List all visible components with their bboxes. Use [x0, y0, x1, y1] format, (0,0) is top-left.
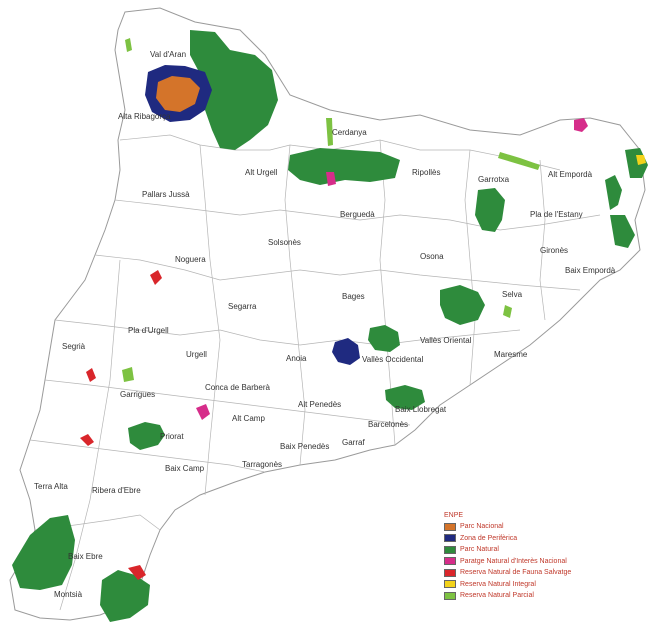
- label-alt-emporda: Alt Empordà: [548, 170, 593, 179]
- label-bergueda: Berguedà: [340, 210, 375, 219]
- catalonia-outline: [9, 7, 646, 621]
- label-noguera: Noguera: [175, 255, 206, 264]
- legend-item-zona-periferica: Zona de Perifèrica: [444, 533, 644, 545]
- label-terra-alta: Terra Alta: [34, 482, 68, 491]
- label-alt-urgell: Alt Urgell: [245, 168, 278, 177]
- label-cerdanya: Cerdanya: [332, 128, 367, 137]
- legend-item-paratge: Paratge Natural d'Interès Nacional: [444, 556, 644, 568]
- label-montsia: Montsià: [54, 590, 83, 599]
- label-baix-emporda: Baix Empordà: [565, 266, 616, 275]
- label-val-daran: Val d'Aran: [150, 50, 187, 59]
- reserva-fauna-areas: [80, 270, 162, 580]
- map-legend: ENPE Parc Nacional Zona de Perifèrica Pa…: [444, 512, 644, 602]
- parc-nacional-areas: [156, 76, 200, 112]
- legend-swatch: [444, 522, 456, 531]
- label-ripolles: Ripollès: [412, 168, 441, 177]
- legend-label: Zona de Perifèrica: [460, 534, 518, 542]
- label-osona: Osona: [420, 252, 444, 261]
- label-alt-penedes: Alt Penedès: [298, 400, 342, 409]
- legend-item-parc-natural: Parc Natural: [444, 544, 644, 556]
- legend-title: ENPE: [444, 512, 464, 519]
- label-baix-camp: Baix Camp: [165, 464, 205, 473]
- label-ribera-ebre: Ribera d'Ebre: [92, 486, 141, 495]
- legend-swatch: [444, 591, 456, 600]
- reserva-integral-areas: [636, 155, 646, 165]
- legend-swatch: [444, 568, 456, 577]
- reserva-parcial-areas: [122, 38, 540, 382]
- label-barcelones: Barcelonès: [368, 420, 409, 429]
- label-selva: Selva: [502, 290, 523, 299]
- label-tarragones: Tarragonès: [242, 460, 283, 469]
- label-conca-barbera: Conca de Barberà: [205, 383, 270, 392]
- label-pallars-jussa: Pallars Jussà: [142, 190, 190, 199]
- label-garrigues: Garrigues: [120, 390, 156, 399]
- legend-label: Parc Nacional: [460, 523, 504, 531]
- label-solsones: Solsonès: [268, 238, 301, 247]
- comarca-boundaries: [29, 134, 601, 611]
- legend-swatch: [444, 545, 456, 554]
- legend-swatch: [444, 557, 456, 566]
- label-urgell: Urgell: [186, 350, 207, 359]
- legend-swatch: [444, 580, 456, 589]
- legend-item-reserva-fauna: Reserva Natural de Fauna Salvatge: [444, 567, 644, 579]
- label-garrotxa: Garrotxa: [478, 175, 510, 184]
- label-maresme: Maresme: [494, 350, 528, 359]
- legend-item-reserva-parcial: Reserva Natural Parcial: [444, 590, 644, 602]
- label-valles-oriental: Vallès Oriental: [420, 336, 472, 345]
- label-anoia: Anoia: [286, 354, 307, 363]
- label-segarra: Segarra: [228, 302, 257, 311]
- legend-item-parc-nacional: Parc Nacional: [444, 521, 644, 533]
- legend-label: Reserva Natural Integral: [460, 580, 536, 588]
- label-pla-estany: Pla de l'Estany: [530, 210, 583, 219]
- legend-item-reserva-integral: Reserva Natural Integral: [444, 579, 644, 591]
- label-segria: Segrià: [62, 342, 86, 351]
- label-priorat: Priorat: [160, 432, 184, 441]
- label-alt-camp: Alt Camp: [232, 414, 265, 423]
- label-girones: Gironès: [540, 246, 569, 255]
- label-alta-ribagorca: Alta Ribagorça: [118, 112, 171, 121]
- label-baix-ebre: Baix Ebre: [68, 552, 103, 561]
- label-pla-urgell: Pla d'Urgell: [128, 326, 169, 335]
- label-garraf: Garraf: [342, 438, 365, 447]
- legend-swatch: [444, 534, 456, 543]
- label-baix-penedes: Baix Penedès: [280, 442, 330, 451]
- legend-label: Paratge Natural d'Interès Nacional: [460, 557, 567, 565]
- label-valles-occidental: Vallès Occidental: [362, 355, 424, 364]
- paratge-areas: [196, 118, 588, 420]
- legend-label: Reserva Natural de Fauna Salvatge: [460, 569, 572, 577]
- legend-label: Reserva Natural Parcial: [460, 592, 534, 600]
- legend-label: Parc Natural: [460, 546, 499, 554]
- parc-natural-areas: [12, 30, 648, 622]
- label-baix-llobregat: Baix Llobregat: [395, 405, 447, 414]
- label-bages: Bages: [342, 292, 365, 301]
